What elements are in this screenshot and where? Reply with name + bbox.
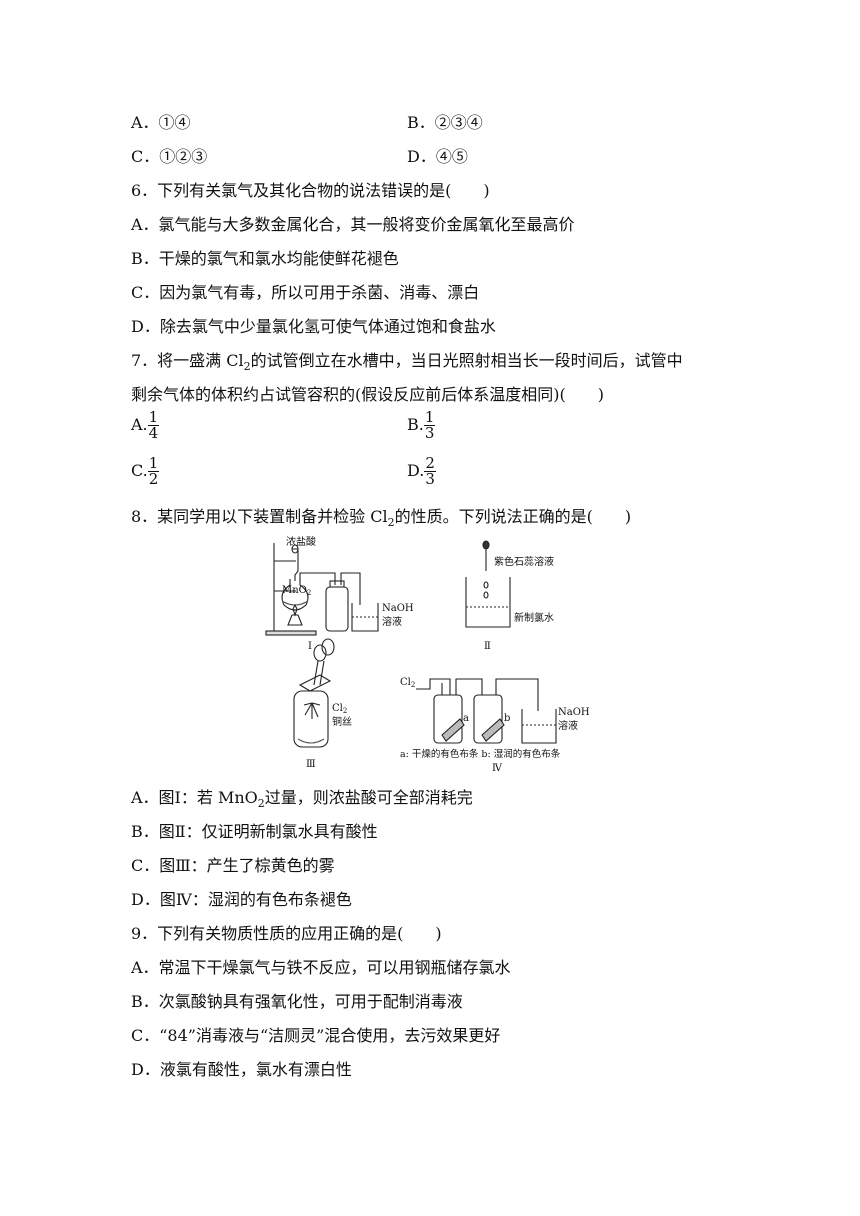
q7-a-label: A.: [131, 415, 148, 434]
fig-i-conc-hcl: 浓盐酸: [286, 535, 316, 548]
q8-a-sub: 2: [257, 797, 265, 811]
numerator: 1: [147, 408, 160, 426]
fig-i-solution: 溶液: [382, 615, 402, 628]
numerator: 1: [147, 454, 160, 472]
denominator: 2: [148, 470, 159, 488]
fig-ii-label: Ⅱ: [484, 641, 491, 652]
denominator: 3: [425, 470, 435, 488]
fig-i-mno2-sub: 2: [307, 589, 311, 597]
fig-iii-copper: 铜丝: [332, 716, 352, 728]
q5-option-a: A．①④: [131, 113, 191, 132]
denominator: 4: [148, 424, 159, 442]
fig-iv-solution: 溶液: [558, 719, 578, 732]
q7-b-label: B.: [407, 415, 424, 434]
q8-option-d: D．图Ⅳ：湿润的有色布条褪色: [131, 890, 352, 909]
q6-option-b: B．干燥的氯气和氯水均能使鲜花褪色: [131, 249, 399, 268]
q8-option-b: B．图Ⅱ：仅证明新制氯水具有酸性: [131, 822, 378, 841]
q7-c-label: C.: [131, 461, 148, 480]
q8-a-part2: 过量，则浓盐酸可全部消耗完: [264, 788, 473, 807]
fig-iii-cl2: Cl2: [332, 703, 347, 715]
q7-stem-sub: 2: [243, 360, 251, 374]
apparatus-figure: 浓盐酸 MnO2 NaOH 溶液 Ⅰ 紫色石蕊溶液 新制氯水 Ⅱ Cl2 铜丝 …: [265, 535, 590, 774]
q9-option-b: B．次氯酸钠具有强氧化性，可用于配制消毒液: [131, 992, 463, 1011]
q6-option-d: D．除去氯气中少量氯化氢可使气体通过饱和食盐水: [131, 317, 496, 336]
q7-stem-part2: 的试管倒立在水槽中，当日光照射相当长一段时间后，试管中: [250, 351, 683, 370]
q9-option-c: C．“84”消毒液与“洁厕灵”混合使用，去污效果更好: [131, 1026, 501, 1045]
q9-stem: 9．下列有关物质性质的应用正确的是( ): [131, 924, 442, 943]
q5-option-c: C．①②③: [131, 147, 208, 166]
q8-option-a: A．图Ⅰ：若 MnO2过量，则浓盐酸可全部消耗完: [131, 788, 473, 814]
fig-iv-b: b: [504, 713, 510, 724]
denominator: 3: [424, 424, 435, 442]
q8-stem-part2: 的性质。下列说法正确的是( ): [394, 507, 632, 526]
fig-ii-chlorine-water: 新制氯水: [514, 611, 554, 624]
q8-stem: 8．某同学用以下装置制备并检验 Cl2的性质。下列说法正确的是( ): [131, 507, 631, 533]
fig-ii-litmus: 紫色石蕊溶液: [494, 555, 554, 568]
fig-iii-cl2-text: Cl: [332, 703, 343, 714]
fig-iii-cl2-sub: 2: [343, 707, 347, 715]
q9-option-d: D．液氯有酸性，氯水有漂白性: [131, 1060, 352, 1079]
q8-a-part1: A．图Ⅰ：若 MnO: [131, 788, 258, 807]
fig-iii-label: Ⅲ: [306, 759, 316, 770]
q6-stem: 6．下列有关氯气及其化合物的说法错误的是( ): [131, 181, 490, 200]
q5-option-d: D．④⑤: [407, 147, 468, 166]
numerator: 1: [423, 408, 436, 426]
q8-stem-sub: 2: [387, 516, 395, 530]
q7-d-label: D.: [407, 461, 425, 480]
q5-option-b: B．②③④: [407, 113, 483, 132]
fig-i-mno2-text: MnO: [282, 585, 307, 596]
fig-iv-cl2-text: Cl: [400, 677, 411, 688]
fig-iv-label: Ⅳ: [492, 763, 503, 774]
fig-iv-cl2: Cl2: [400, 677, 415, 689]
q8-stem-part1: 8．某同学用以下装置制备并检验 Cl: [131, 507, 388, 526]
fig-i-mno2: MnO2: [282, 585, 311, 597]
fig-iv-a: a: [463, 713, 469, 724]
fig-iv-cl2-sub: 2: [411, 681, 415, 689]
numerator: 2: [424, 454, 436, 472]
fig-iv-caption: a: 干燥的有色布条 b: 湿润的有色布条: [400, 748, 561, 760]
q7-stem-line2: 剩余气体的体积约占试管容积的(假设反应前后体系温度相同)( ): [131, 385, 604, 404]
fig-i-label: Ⅰ: [308, 641, 312, 652]
q6-option-c: C．因为氯气有毒，所以可用于杀菌、消毒、漂白: [131, 283, 480, 302]
fig-i-naoh: NaOH: [382, 603, 414, 614]
q8-option-c: C．图Ⅲ：产生了棕黄色的雾: [131, 856, 335, 875]
fig-iv-naoh: NaOH: [558, 707, 590, 718]
q7-stem-part1: 7．将一盛满 Cl: [131, 351, 244, 370]
q7-stem: 7．将一盛满 Cl2的试管倒立在水槽中，当日光照射相当长一段时间后，试管中: [131, 351, 683, 377]
q6-option-a: A．氯气能与大多数金属化合，其一般将变价金属氧化至最高价: [131, 215, 575, 234]
q9-option-a: A．常温下干燥氯气与铁不反应，可以用钢瓶储存氯水: [131, 958, 511, 977]
